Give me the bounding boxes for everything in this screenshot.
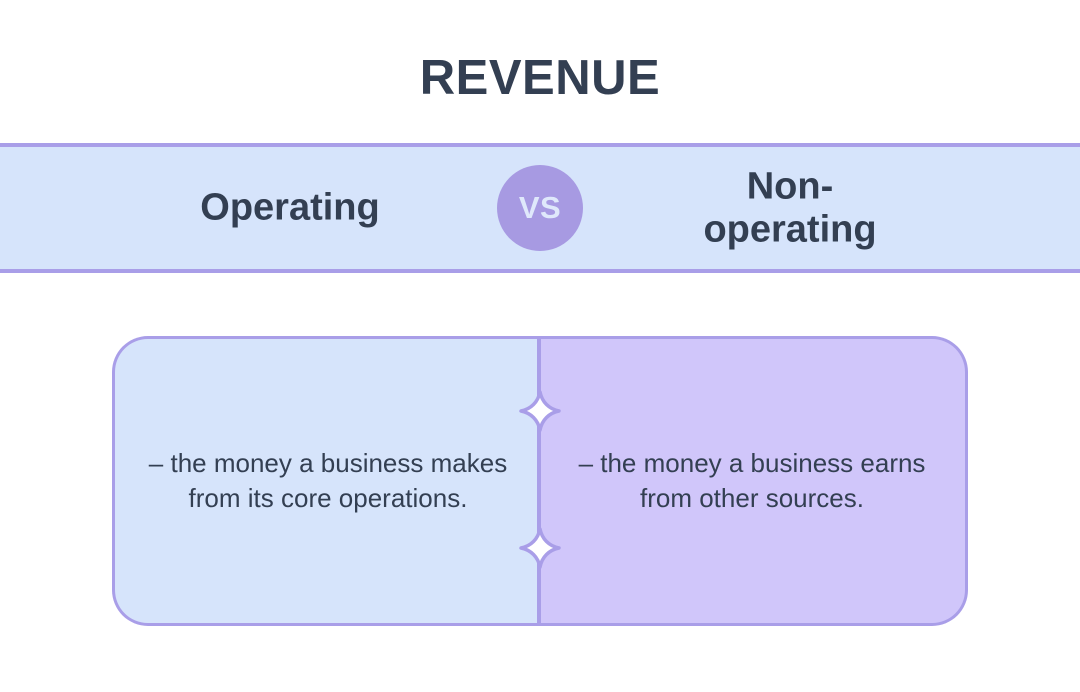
card-group: – the money a business makes from its co… [112,336,968,626]
header-left-label: Operating [200,186,380,229]
header-right-label-line1: Non- [746,165,834,208]
card-operating: – the money a business makes from its co… [112,336,541,626]
card-divider [537,336,541,626]
four-point-star-icon-top [518,389,562,433]
header-right-label: Non- operating [590,165,990,250]
header-band: Operating VS Non- operating [0,143,1080,273]
header-right-label-line2: operating [703,208,877,250]
card-non-operating: – the money a business earns from other … [539,336,968,626]
vs-label: VS [518,190,562,225]
card-non-operating-text: – the money a business earns from other … [578,448,926,513]
four-point-star-icon-bottom [518,526,562,570]
card-operating-text: – the money a business makes from its co… [148,448,508,513]
page-title: REVENUE [419,51,661,105]
vs-badge: VS [497,165,583,251]
